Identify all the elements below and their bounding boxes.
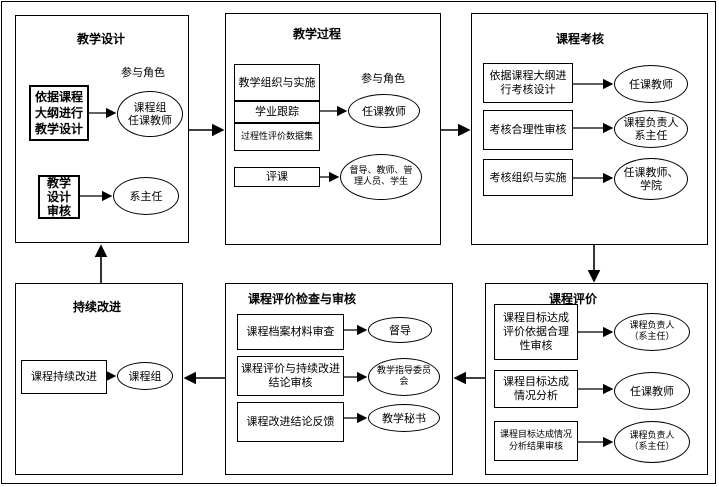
role-ellipse-teacher: 任课教师 [348, 94, 420, 128]
role-ellipse-teacher: 任课教师 [614, 65, 688, 103]
panel-title-course-assessment: 课程考核 [556, 32, 605, 46]
role-ellipse-course-lead: 课程负责人（系主任） [614, 421, 690, 463]
assessment-box-design: 依据课程大纲进行考核设计 [483, 63, 573, 103]
role-ellipse-course-lead: 课程负责人（系主任） [614, 313, 690, 351]
review-box-conclusion: 课程评价与持续改进结论审核 [237, 356, 344, 396]
role-ellipse-teacher-college: 任课教师、学院 [614, 158, 688, 200]
evaluation-box-analysis: 课程目标达成情况分析 [494, 370, 578, 408]
design-box-syllabus: 依据课程大纲进行教学设计 [29, 85, 89, 141]
role-label: 参与角色 [121, 66, 165, 79]
panel-title-course-evaluation: 课程评价 [549, 292, 598, 306]
role-ellipse-course-group: 课程组 任课教师 [117, 91, 183, 137]
evaluation-box-basis-review: 课程目标达成评价依据合理性审核 [494, 304, 578, 360]
process-box-organize: 教学组织与实施 [234, 64, 320, 101]
review-box-feedback: 课程改进结论反馈 [237, 402, 344, 442]
role-ellipse-stakeholders: 督导、教师、管理人员、学生 [340, 154, 422, 200]
design-box-review: 教学设计审核 [38, 175, 80, 219]
role-label: 参与角色 [361, 72, 405, 85]
role-ellipse-supervisor: 督导 [368, 317, 432, 343]
process-box-eval-data: 过程性评价数据集 [234, 123, 320, 151]
panel-title-teaching-design: 教学设计 [77, 32, 126, 46]
role-ellipse-teacher: 任课教师 [614, 372, 690, 410]
panel-title-continuous-improvement: 持续改进 [73, 300, 122, 314]
role-ellipse-secretary: 教学秘书 [368, 404, 440, 432]
process-box-tracking: 学业跟踪 [234, 101, 320, 123]
role-ellipse-committee: 教学指导委员会 [368, 358, 440, 396]
assessment-box-implement: 考核组织与实施 [483, 159, 573, 196]
role-ellipse-course-lead: 课程负责人系主任 [614, 110, 688, 148]
panel-title-teaching-process: 教学过程 [293, 27, 342, 41]
process-box-course-review: 评课 [234, 167, 320, 187]
role-ellipse-course-group: 课程组 [117, 362, 173, 390]
review-box-archive: 课程档案材料审查 [237, 314, 344, 350]
role-ellipse-dept-head: 系主任 [113, 177, 179, 215]
assessment-box-review: 考核合理性审核 [483, 110, 573, 150]
improve-box-course: 课程持续改进 [21, 360, 107, 394]
panel-title-evaluation-review: 课程评价检查与审核 [248, 292, 357, 306]
evaluation-box-result-review: 课程目标达成情况分析结果审核 [494, 421, 578, 461]
